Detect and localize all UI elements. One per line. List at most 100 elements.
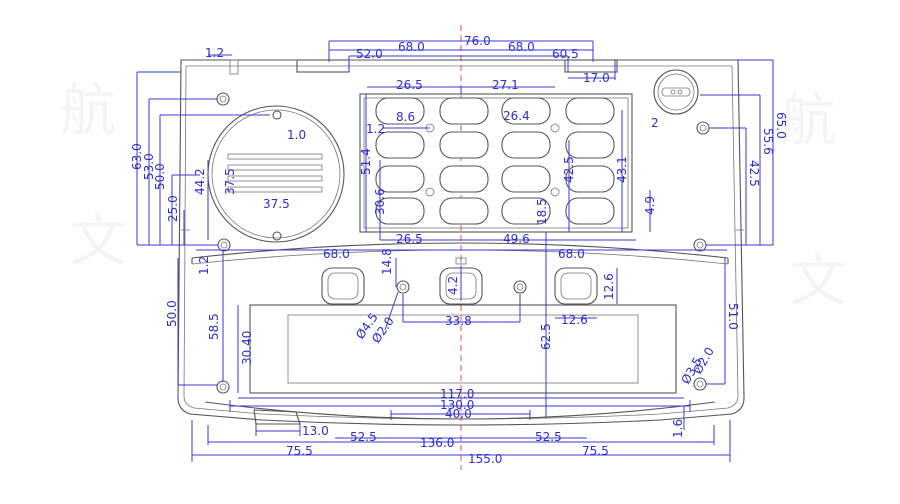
function-key [321,267,365,305]
dim-label: 52.0 [356,47,383,61]
dim-label: 75.5 [582,444,609,458]
dim-label: 26.5 [396,78,423,92]
keypad-key [375,197,425,225]
dim-label: 17.0 [583,71,610,85]
hole-icon [693,238,707,252]
dim-label: 68.0 [398,40,425,54]
top-slot [229,59,239,75]
dim-label: 55.6 [761,128,775,155]
dim-label: 51.4 [359,148,373,175]
parting-arc-inner [191,249,729,265]
keypad-frame [359,93,633,233]
keypad-key [375,131,425,159]
dim-label: 75.5 [286,444,313,458]
keypad-key [439,131,489,159]
keypad-key [565,197,615,225]
dim-label: 37.5 [263,197,290,211]
indicator-window [653,69,699,115]
keypad-key [501,197,551,225]
dim-label: 30.6 [373,188,387,215]
keypad-key [501,97,551,125]
dim-label: 42.5 [562,156,576,183]
dim-label: 130.0 [440,398,474,412]
keypad-key [501,165,551,193]
hole-icon [217,238,231,252]
dim-label: 12.6 [561,313,588,327]
dim-label: 68.0 [558,247,585,261]
hole-icon [216,92,230,106]
keypad-keys [375,97,615,225]
hole-icon [696,121,710,135]
dim-label: 58.5 [207,313,221,340]
dim-label: 14.8 [380,248,394,275]
dim-label: 155.0 [468,452,502,466]
dim-label: 50.0 [165,300,179,327]
dim-label: 4.9 [643,196,657,215]
dim-label: 33.8 [445,314,472,328]
display-frame [249,304,677,394]
dim-label: 136.0 [420,436,454,450]
dim-label: 62.5 [539,323,553,350]
watermark-glyph: 文 [790,249,846,314]
dim-label: 25.0 [166,195,180,222]
dim-label: 50.0 [153,163,167,190]
watermark-glyph: 航 [60,79,116,144]
dim-label: 30.40 [240,331,254,365]
dim-label: 63.0 [130,143,144,170]
dim-label: 1.2 [205,46,224,60]
dim-label: 117.0 [440,387,474,401]
hole-icon [693,377,707,391]
dim-label: 1.6 [671,419,685,438]
dim-label: 65.0 [774,112,788,139]
dim-label: 2 [651,116,659,130]
dim-label: 76.0 [464,34,491,48]
dim-label: 44.2 [193,168,207,195]
dim-label: 53.0 [142,153,156,180]
dim-label: 27.1 [492,78,519,92]
dimension-lines [136,40,774,462]
keypad-key [565,131,615,159]
function-buttons [321,257,598,305]
keypad-key [375,97,425,125]
dim-label: 60.5 [552,47,579,61]
dim-label: 51.0 [726,303,740,330]
dim-label: 40.0 [445,407,472,421]
keypad-key [565,165,615,193]
keypad-key [439,165,489,193]
dim-label: 18.5 [535,198,549,225]
keypad [359,93,633,233]
dim-label: 12.6 [602,273,616,300]
keypad-key [439,97,489,125]
hole-icon [216,380,230,394]
display-glass [287,314,639,384]
bottom-arc [204,401,716,420]
dim-label: 68.0 [508,40,535,54]
dim-label: 4.2 [446,276,460,295]
dim-label: 1.2 [197,256,211,275]
housing-outline [177,59,745,426]
dim-label: 1.2 [366,122,385,136]
dim-label: 26.4 [503,109,530,123]
dim-label: 68.0 [323,247,350,261]
dim-label: 26.5 [396,232,423,246]
dim-label: 42.5 [747,160,761,187]
top-tab-right [564,59,618,73]
dim-label: 52.5 [535,430,562,444]
keypad-key [439,197,489,225]
dim-label: 37.5 [223,168,237,195]
watermark-glyph: 文 [70,209,126,274]
watermark-layer: 航 文 航 文 [60,79,846,314]
keypad-key [565,97,615,125]
dim-label: 1.0 [287,128,306,142]
dim-label: 8.6 [396,110,415,124]
part-outline [177,59,745,426]
keypad-key [375,165,425,193]
display-window [249,304,677,394]
dim-label: 52.5 [350,430,377,444]
function-key [554,267,598,305]
keypad-key [501,131,551,159]
led-icon [653,69,699,115]
watermark-glyph: 航 [780,89,836,154]
